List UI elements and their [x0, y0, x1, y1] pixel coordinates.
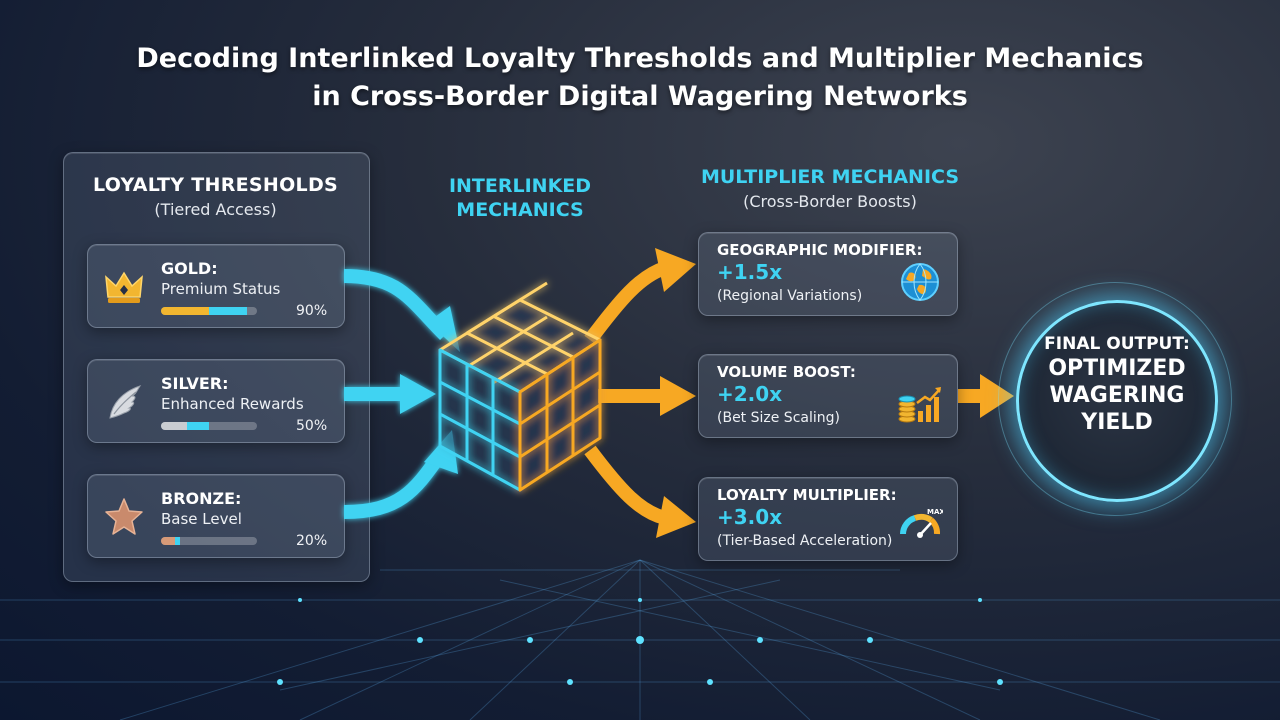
progress-fill-bronze — [161, 537, 176, 545]
interlinked-heading: INTERLINKED MECHANICS — [420, 174, 620, 222]
progress-bar-bronze — [161, 537, 257, 545]
crown-icon — [105, 271, 143, 303]
star-icon — [105, 498, 143, 535]
tier-name-gold: GOLD: — [161, 259, 218, 278]
mechanic-value-geographic: +1.5x — [717, 260, 783, 284]
arrow-silver-to-cube — [344, 374, 436, 414]
arrow-cube-to-loyalty-multiplier — [584, 445, 696, 538]
mechanic-value-volume: +2.0x — [717, 382, 783, 406]
gauge-max-label: MAX — [927, 508, 943, 516]
tier-desc-gold: Premium Status — [161, 280, 281, 298]
arrow-gold-to-cube — [343, 269, 460, 352]
final-output-outer-ring — [998, 282, 1232, 516]
interlinked-heading-line-1: INTERLINKED — [448, 175, 592, 197]
mechanic-value-loyalty-multiplier: +3.0x — [717, 505, 783, 529]
mechanic-card-loyalty-multiplier: LOYALTY MULTIPLIER: +3.0x (Tier-Based Ac… — [698, 477, 958, 561]
progress-highlight-bronze — [175, 537, 181, 545]
progress-highlight-silver — [187, 422, 209, 430]
interlinked-heading-line-2: MECHANICS — [456, 199, 584, 221]
tier-card-gold: GOLD: Premium Status 90% — [87, 244, 345, 328]
mechanic-card-geographic: GEOGRAPHIC MODIFIER: +1.5x (Regional Var… — [698, 232, 958, 316]
loyalty-subheading: (Tiered Access) — [154, 200, 277, 219]
progress-bar-silver — [161, 422, 257, 430]
tier-name-silver: SILVER: — [161, 374, 229, 393]
gauge-icon: MAX — [900, 508, 943, 538]
arrow-cube-to-geographic — [584, 248, 696, 345]
title-line-2: in Cross-Border Digital Wagering Network… — [312, 81, 968, 112]
progress-fill-gold — [161, 307, 209, 315]
final-output-circle — [1016, 300, 1218, 502]
globe-icon — [901, 263, 939, 301]
wing-icon — [109, 385, 142, 419]
arrow-bronze-to-cube — [343, 430, 458, 519]
final-output-label: FINAL OUTPUT: — [1044, 334, 1190, 354]
multiplier-subheading: (Cross-Border Boosts) — [743, 192, 917, 211]
tier-percent-gold: 90% — [296, 303, 328, 319]
mechanic-desc-geographic: (Regional Variations) — [717, 288, 863, 304]
mechanic-name-volume: VOLUME BOOST: — [717, 363, 856, 381]
progress-fill-silver — [161, 422, 188, 430]
arrow-cube-to-volume — [598, 376, 696, 416]
tier-desc-silver: Enhanced Rewards — [161, 395, 304, 413]
progress-bar-gold — [161, 307, 257, 315]
tier-card-bronze: BRONZE: Base Level 20% — [87, 474, 345, 558]
progress-highlight-gold — [208, 307, 248, 315]
mechanic-desc-volume: (Bet Size Scaling) — [717, 410, 840, 426]
multiplier-heading: MULTIPLIER MECHANICS — [700, 166, 960, 188]
loyalty-heading: LOYALTY THRESHOLDS — [92, 174, 338, 196]
page-title: Decoding Interlinked Loyalty Thresholds … — [0, 40, 1280, 116]
mechanic-name-geographic: GEOGRAPHIC MODIFIER: — [717, 241, 923, 259]
final-output-value: OPTIMIZED WAGERING YIELD — [1048, 356, 1186, 435]
mechanic-card-volume: VOLUME BOOST: +2.0x (Bet Size Scaling) — [698, 354, 958, 438]
tier-percent-bronze: 20% — [296, 533, 328, 549]
tier-desc-bronze: Base Level — [161, 510, 242, 528]
mechanic-desc-loyalty-multiplier: (Tier-Based Acceleration) — [717, 533, 893, 549]
tier-card-silver: SILVER: Enhanced Rewards 50% — [87, 359, 345, 443]
tier-name-bronze: BRONZE: — [161, 489, 242, 508]
tier-percent-silver: 50% — [296, 418, 328, 434]
coins-chart-icon — [898, 387, 941, 423]
arrow-volume-to-final — [958, 374, 1014, 418]
loyalty-thresholds-panel — [63, 152, 370, 582]
mechanic-name-loyalty-multiplier: LOYALTY MULTIPLIER: — [717, 486, 897, 504]
title-line-1: Decoding Interlinked Loyalty Thresholds … — [136, 43, 1144, 74]
